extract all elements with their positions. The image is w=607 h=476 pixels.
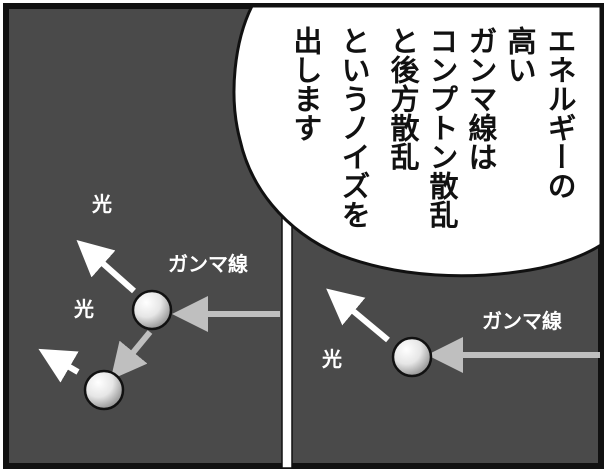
speech-line-7: 出します xyxy=(289,26,323,142)
speech-line-2: 高い xyxy=(503,26,537,84)
light-arrow-right xyxy=(326,288,390,343)
panel-divider xyxy=(281,209,293,469)
backscatter-arrow xyxy=(110,330,153,380)
light-arrow-upper xyxy=(76,240,136,294)
electron-ball-lower xyxy=(83,369,125,411)
gamma-label-left: ガンマ線 xyxy=(168,252,248,276)
light-label-upper: 光 xyxy=(91,192,112,216)
light-label-lower: 光 xyxy=(73,297,94,321)
electron-ball-upper xyxy=(131,289,173,331)
speech-line-5: と後方散乱 xyxy=(386,26,420,171)
speech-line-3: ガンマ線は xyxy=(464,26,498,171)
speech-line-4: コンプトン散乱 xyxy=(425,26,459,229)
light-label-right: 光 xyxy=(321,347,342,371)
speech-line-1: エネルギーの xyxy=(543,26,577,200)
electron-ball-right xyxy=(391,336,433,378)
speech-line-6: というノイズを xyxy=(337,26,371,229)
speech-text: エネルギーの 高い ガンマ線は コンプトン散乱 と後方散乱 というノイズを 出し… xyxy=(289,26,577,229)
light-arrow-lower xyxy=(38,348,80,383)
speech-bubble xyxy=(232,4,603,278)
gamma-label-right: ガンマ線 xyxy=(482,309,562,333)
